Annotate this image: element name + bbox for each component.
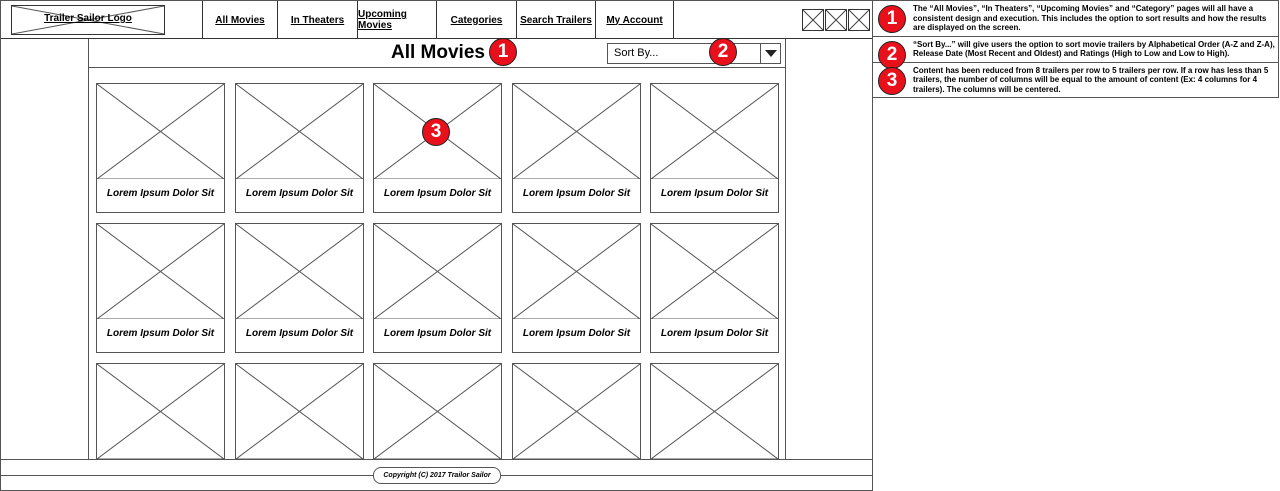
trailer-thumbnail-icon bbox=[236, 84, 363, 179]
trailer-title: Lorem Ipsum Dolor Sit bbox=[383, 188, 492, 199]
footer-top-border bbox=[1, 459, 872, 460]
trailer-title: Lorem Ipsum Dolor Sit bbox=[106, 328, 215, 339]
logo-placeholder-icon bbox=[12, 6, 164, 34]
trailer-card[interactable]: Lorem Ipsum Dolor Sit bbox=[235, 223, 364, 353]
trailer-card[interactable]: Lorem Ipsum Dolor Sit bbox=[650, 363, 779, 459]
annotation-note-text: The “All Movies”, “In Theaters”, “Upcomi… bbox=[913, 4, 1267, 32]
trailer-title: Lorem Ipsum Dolor Sit bbox=[522, 188, 631, 199]
sort-dropdown[interactable]: Sort By... bbox=[607, 43, 781, 64]
trailer-thumbnail-icon bbox=[97, 224, 224, 319]
trailer-thumbnail-icon bbox=[651, 224, 778, 319]
annotation-note-badge: 3 bbox=[878, 66, 906, 95]
trailer-card[interactable]: Lorem Ipsum Dolor Sit bbox=[96, 223, 225, 353]
trailer-title: Lorem Ipsum Dolor Sit bbox=[383, 328, 492, 339]
nav-link-my-account[interactable]: My Account bbox=[595, 1, 674, 39]
trailer-card[interactable]: Lorem Ipsum Dolor Sit bbox=[96, 83, 225, 213]
trailer-card[interactable]: Lorem Ipsum Dolor Sit bbox=[512, 223, 641, 353]
logo-text: Trailer Sailor Logo bbox=[44, 13, 132, 24]
page-title: All Movies bbox=[391, 42, 485, 63]
annotation-note-text: Content has been reduced from 8 trailers… bbox=[913, 65, 1269, 94]
nav-link-in-theaters[interactable]: In Theaters bbox=[277, 1, 357, 39]
social-icon-2[interactable] bbox=[825, 9, 847, 31]
annotation-note-badge: 2 bbox=[878, 40, 906, 69]
annotation-badge-1: 1 bbox=[489, 38, 517, 66]
header-divider bbox=[88, 67, 786, 68]
trailer-title: Lorem Ipsum Dolor Sit bbox=[106, 188, 215, 199]
nav-link-all-movies[interactable]: All Movies bbox=[202, 1, 277, 39]
sort-dropdown-label: Sort By... bbox=[614, 47, 659, 59]
social-icon-3[interactable] bbox=[848, 9, 870, 31]
trailer-card[interactable]: Lorem Ipsum Dolor Sit bbox=[373, 223, 502, 353]
copyright-text: Copyright (C) 2017 Trailor Sailor bbox=[373, 467, 501, 484]
trailer-thumbnail-icon bbox=[651, 364, 778, 459]
social-icon-1[interactable] bbox=[802, 9, 824, 31]
trailer-card[interactable]: Lorem Ipsum Dolor Sit bbox=[650, 83, 779, 213]
trailer-title: Lorem Ipsum Dolor Sit bbox=[660, 328, 769, 339]
trailer-card[interactable]: Lorem Ipsum Dolor Sit bbox=[96, 363, 225, 459]
nav-link-upcoming-movies[interactable]: Upcoming Movies bbox=[357, 1, 436, 39]
trailer-title: Lorem Ipsum Dolor Sit bbox=[522, 328, 631, 339]
nav-link-search-trailers[interactable]: Search Trailers bbox=[516, 1, 595, 39]
trailer-title: Lorem Ipsum Dolor Sit bbox=[660, 188, 769, 199]
trailer-title: Lorem Ipsum Dolor Sit bbox=[245, 328, 354, 339]
logo[interactable]: Trailer Sailor Logo bbox=[11, 5, 165, 35]
annotation-note-text: “Sort By...” will give users the option … bbox=[913, 39, 1275, 59]
annotation-note-2: 2 “Sort By...” will give users the option… bbox=[873, 36, 1279, 69]
trailer-thumbnail-icon bbox=[236, 364, 363, 459]
content-left-border bbox=[88, 39, 89, 459]
trailer-thumbnail-icon bbox=[97, 84, 224, 179]
trailer-card[interactable]: Lorem Ipsum Dolor Sit bbox=[235, 363, 364, 459]
nav-link-categories[interactable]: Categories bbox=[436, 1, 516, 39]
trailer-card[interactable]: Lorem Ipsum Dolor Sit bbox=[650, 223, 779, 353]
trailer-thumbnail-icon bbox=[374, 364, 501, 459]
annotation-note-badge: 1 bbox=[878, 5, 906, 33]
nav-icon-group bbox=[802, 9, 870, 31]
trailer-card[interactable]: Lorem Ipsum Dolor Sit bbox=[373, 363, 502, 459]
content-right-border bbox=[785, 39, 786, 459]
trailer-thumbnail-icon bbox=[513, 364, 640, 459]
trailer-thumbnail-icon bbox=[651, 84, 778, 179]
trailer-thumbnail-icon bbox=[374, 224, 501, 319]
trailer-thumbnail-icon bbox=[513, 224, 640, 319]
trailer-title: Lorem Ipsum Dolor Sit bbox=[245, 188, 354, 199]
trailer-thumbnail-icon bbox=[513, 84, 640, 179]
trailer-card[interactable]: Lorem Ipsum Dolor Sit bbox=[512, 363, 641, 459]
trailer-card[interactable]: Lorem Ipsum Dolor Sit bbox=[373, 83, 502, 213]
chevron-down-icon[interactable] bbox=[760, 44, 780, 63]
trailer-card[interactable]: Lorem Ipsum Dolor Sit bbox=[235, 83, 364, 213]
trailer-thumbnail-icon bbox=[97, 364, 224, 459]
trailer-thumbnail-icon bbox=[236, 224, 363, 319]
annotation-badge-3: 3 bbox=[422, 118, 450, 146]
annotation-badge-2: 2 bbox=[709, 38, 737, 66]
trailer-card[interactable]: Lorem Ipsum Dolor Sit bbox=[512, 83, 641, 213]
